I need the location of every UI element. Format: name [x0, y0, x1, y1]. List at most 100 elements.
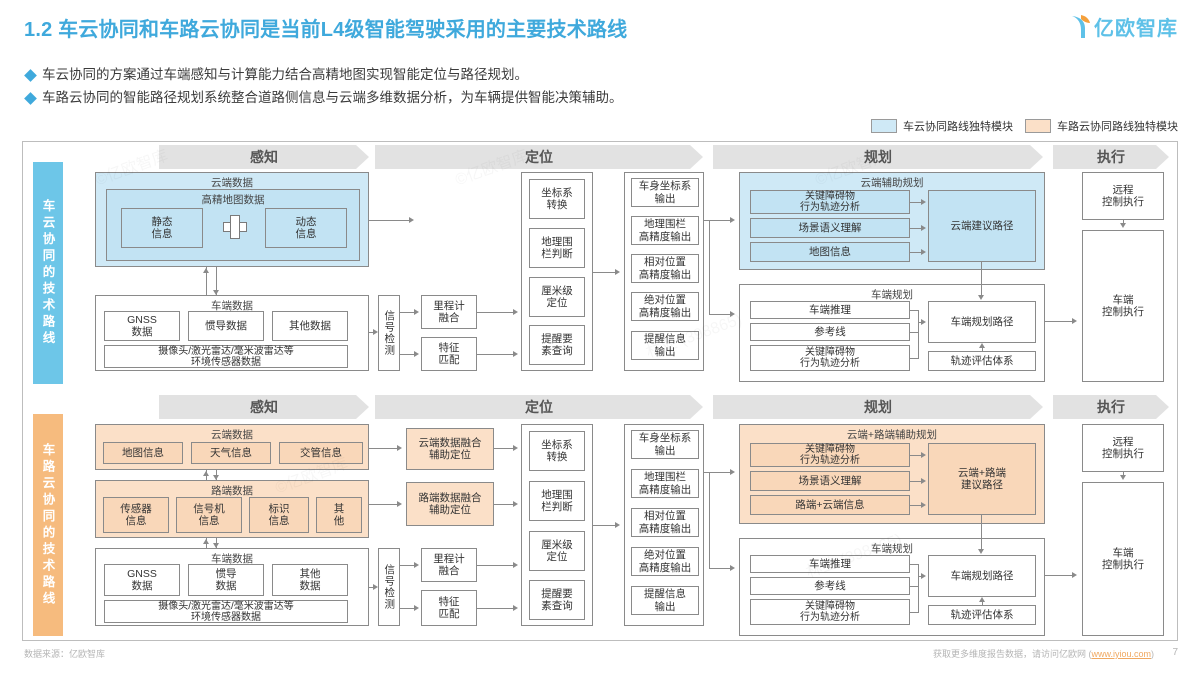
- body-coord-output-box-row1: 车身坐标系 输出: [631, 178, 699, 207]
- arrow-right-icon: [513, 604, 518, 611]
- cm-level-localization-box-row1: 厘米级 定位: [529, 277, 585, 317]
- gnss-data-box-row2: GNSS 数据: [104, 564, 180, 596]
- cloud-road-assist-planning-group-row2: 云端+路端辅助规划 关键障碍物 行为轨迹分析 场景语义理解 路端+云端信息 云端…: [739, 424, 1045, 524]
- column-header-perception-row2: 感知: [159, 395, 369, 419]
- arrow-right-icon: [513, 308, 518, 315]
- arrow-up-icon: [203, 471, 209, 476]
- ins-data-box-row1: 惯导数据: [188, 311, 264, 341]
- arrow-up-icon: [203, 539, 209, 544]
- arrow-right-icon: [921, 501, 926, 508]
- logo-text: 亿欧智库: [1094, 18, 1178, 40]
- data-source-label: 数据来源：亿欧智库: [24, 649, 106, 659]
- coord-transform-box-row1: 坐标系 转换: [529, 179, 585, 219]
- connector: [477, 608, 515, 609]
- connector: [494, 448, 515, 449]
- arrow-right-icon: [921, 477, 926, 484]
- plus-icon: [223, 215, 247, 239]
- arrow-right-icon: [921, 248, 926, 255]
- bullet-item: 车路云协同的智能路径规划系统整合道路侧信息与云端多维数据分析，为车辆提供智能决策…: [24, 89, 1026, 106]
- connector: [918, 576, 922, 577]
- feature-match-box-row2: 特征 匹配: [421, 590, 477, 626]
- connector: [910, 332, 919, 333]
- more-suffix: ): [1151, 649, 1154, 659]
- arrow-down-icon: [1119, 475, 1126, 480]
- weather-info-box-row2: 天气信息: [191, 442, 271, 464]
- relative-position-output-box-row1: 相对位置 高精度输出: [631, 254, 699, 283]
- vehicle-data-group-row2: 车端数据 GNSS 数据 惯导 数据 其他 数据 摄像头/激光雷达/毫米波雷达等…: [95, 548, 369, 626]
- arrow-right-icon: [397, 444, 402, 451]
- vehicle-data-title-row1: 车端数据: [211, 300, 253, 312]
- relative-position-output-box-row2: 相对位置 高精度输出: [631, 508, 699, 537]
- trajectory-eval-box-row1: 轨迹评估体系: [928, 351, 1036, 371]
- geofence-judge-box-row1: 地理围 栏判断: [529, 228, 585, 268]
- other-data-box-row2: 其他 数据: [272, 564, 348, 596]
- connector: [709, 568, 732, 569]
- page-footer: 数据来源：亿欧智库 获取更多维度报告数据，请访问亿欧网 (www.iyiou.c…: [0, 647, 1200, 667]
- road-data-fusion-box-row2: 路端数据融合 辅助定位: [406, 482, 494, 526]
- connector: [910, 612, 919, 613]
- remote-control-exec-box-row2: 远程 控制执行: [1082, 424, 1164, 472]
- arrow-right-icon: [414, 350, 419, 357]
- localization-core-group-row1: 坐标系 转换 地理围 栏判断 厘米级 定位 提醒要 素查询: [521, 172, 593, 371]
- reminder-element-query-box-row1: 提醒要 素查询: [529, 325, 585, 365]
- connector: [704, 472, 732, 473]
- arrow-right-icon: [615, 521, 620, 528]
- arrow-right-icon: [1072, 571, 1077, 578]
- vehicle-planned-path-box-row1: 车端规划路径: [928, 301, 1036, 343]
- column-header-planning-row2: 规划: [713, 395, 1043, 419]
- localization-core-group-row2: 坐标系 转换 地理围 栏判断 厘米级 定位 提醒要 素查询: [521, 424, 593, 626]
- arrow-right-icon: [513, 500, 518, 507]
- connector: [910, 228, 922, 229]
- connector: [477, 354, 515, 355]
- vehicle-data-title-row2: 车端数据: [211, 553, 253, 565]
- legend-item-vehicle-cloud: 车云协同路线独特模块: [871, 118, 1013, 134]
- scene-semantics-box-row2: 场景语义理解: [750, 471, 910, 491]
- vehicle-planning-group-row2: 车端规划 车端推理 参考线 关键障碍物 行为轨迹分析 车端规划路径 轨迹评估体系: [739, 538, 1045, 636]
- trajectory-eval-box-row2: 轨迹评估体系: [928, 605, 1036, 625]
- key-obstacle-analysis-box-veh-row1: 关键障碍物 行为轨迹分析: [750, 345, 910, 371]
- vehicle-inference-box-row2: 车端推理: [750, 555, 910, 573]
- connector: [593, 525, 617, 526]
- connector: [216, 267, 217, 295]
- connector: [369, 332, 375, 333]
- connector: [1045, 321, 1074, 322]
- arrow-right-icon: [397, 500, 402, 507]
- connector: [1045, 575, 1074, 576]
- sensor-info-box-row2: 传感器 信息: [103, 497, 169, 533]
- reference-line-box-row2: 参考线: [750, 577, 910, 595]
- legend-label: 车路云协同路线独特模块: [1057, 121, 1178, 133]
- odometry-fusion-box-row2: 里程计 融合: [421, 548, 477, 582]
- technology-roadmap-diagram: 感知 定位 规划 执行 车云协同的技术路线 云端数据 高精地图数据 静态 信息 …: [22, 141, 1178, 641]
- bullet-item: 车云协同的方案通过车端感知与计算能力结合高精地图实现智能定位与路径规划。: [24, 66, 1026, 83]
- vehicle-planning-group-row1: 车端规划 车端推理 参考线 关键障碍物 行为轨迹分析 车端规划路径 轨迹评估体系: [739, 284, 1045, 382]
- arrow-right-icon: [373, 583, 378, 590]
- column-header-planning-row1: 规划: [713, 145, 1043, 169]
- arrow-right-icon: [409, 216, 414, 223]
- row-label-vehicle-road-cloud: 车路云协同的技术路线: [33, 414, 63, 636]
- connector: [910, 455, 922, 456]
- connector: [982, 599, 983, 605]
- connector: [918, 564, 919, 612]
- legend: 车云协同路线独特模块 车路云协同路线独特模块: [871, 118, 1178, 134]
- arrow-up-icon: [978, 597, 985, 602]
- reference-line-box-row1: 参考线: [750, 323, 910, 341]
- bullet-list: 车云协同的方案通过车端感知与计算能力结合高精地图实现智能定位与路径规划。 车路云…: [24, 66, 1026, 112]
- page-number: 7: [1172, 647, 1178, 658]
- hd-map-group-row1: 高精地图数据 静态 信息 动态 信息: [106, 189, 360, 261]
- arrow-down-icon: [1119, 223, 1126, 228]
- column-header-execution-row1: 执行: [1053, 145, 1169, 169]
- page-header: 1.2 车云协同和车路云协同是当前L4级智能驾驶采用的主要技术路线 亿欧智库: [0, 0, 1200, 58]
- road-data-title-row2: 路端数据: [211, 485, 253, 497]
- iyiou-link[interactable]: www.iyiou.com: [1091, 649, 1151, 659]
- diamond-bullet-icon: [24, 69, 37, 82]
- key-obstacle-analysis-box-row2: 关键障碍物 行为轨迹分析: [750, 443, 910, 467]
- arrow-right-icon: [1072, 317, 1077, 324]
- connector: [910, 252, 922, 253]
- connector: [704, 220, 732, 221]
- arrow-right-icon: [373, 328, 378, 335]
- arrow-right-icon: [730, 310, 735, 317]
- arrow-right-icon: [414, 308, 419, 315]
- page-title: 1.2 车云协同和车路云协同是当前L4级智能驾驶采用的主要技术路线: [24, 19, 628, 41]
- arrow-right-icon: [730, 564, 735, 571]
- connector: [918, 310, 919, 358]
